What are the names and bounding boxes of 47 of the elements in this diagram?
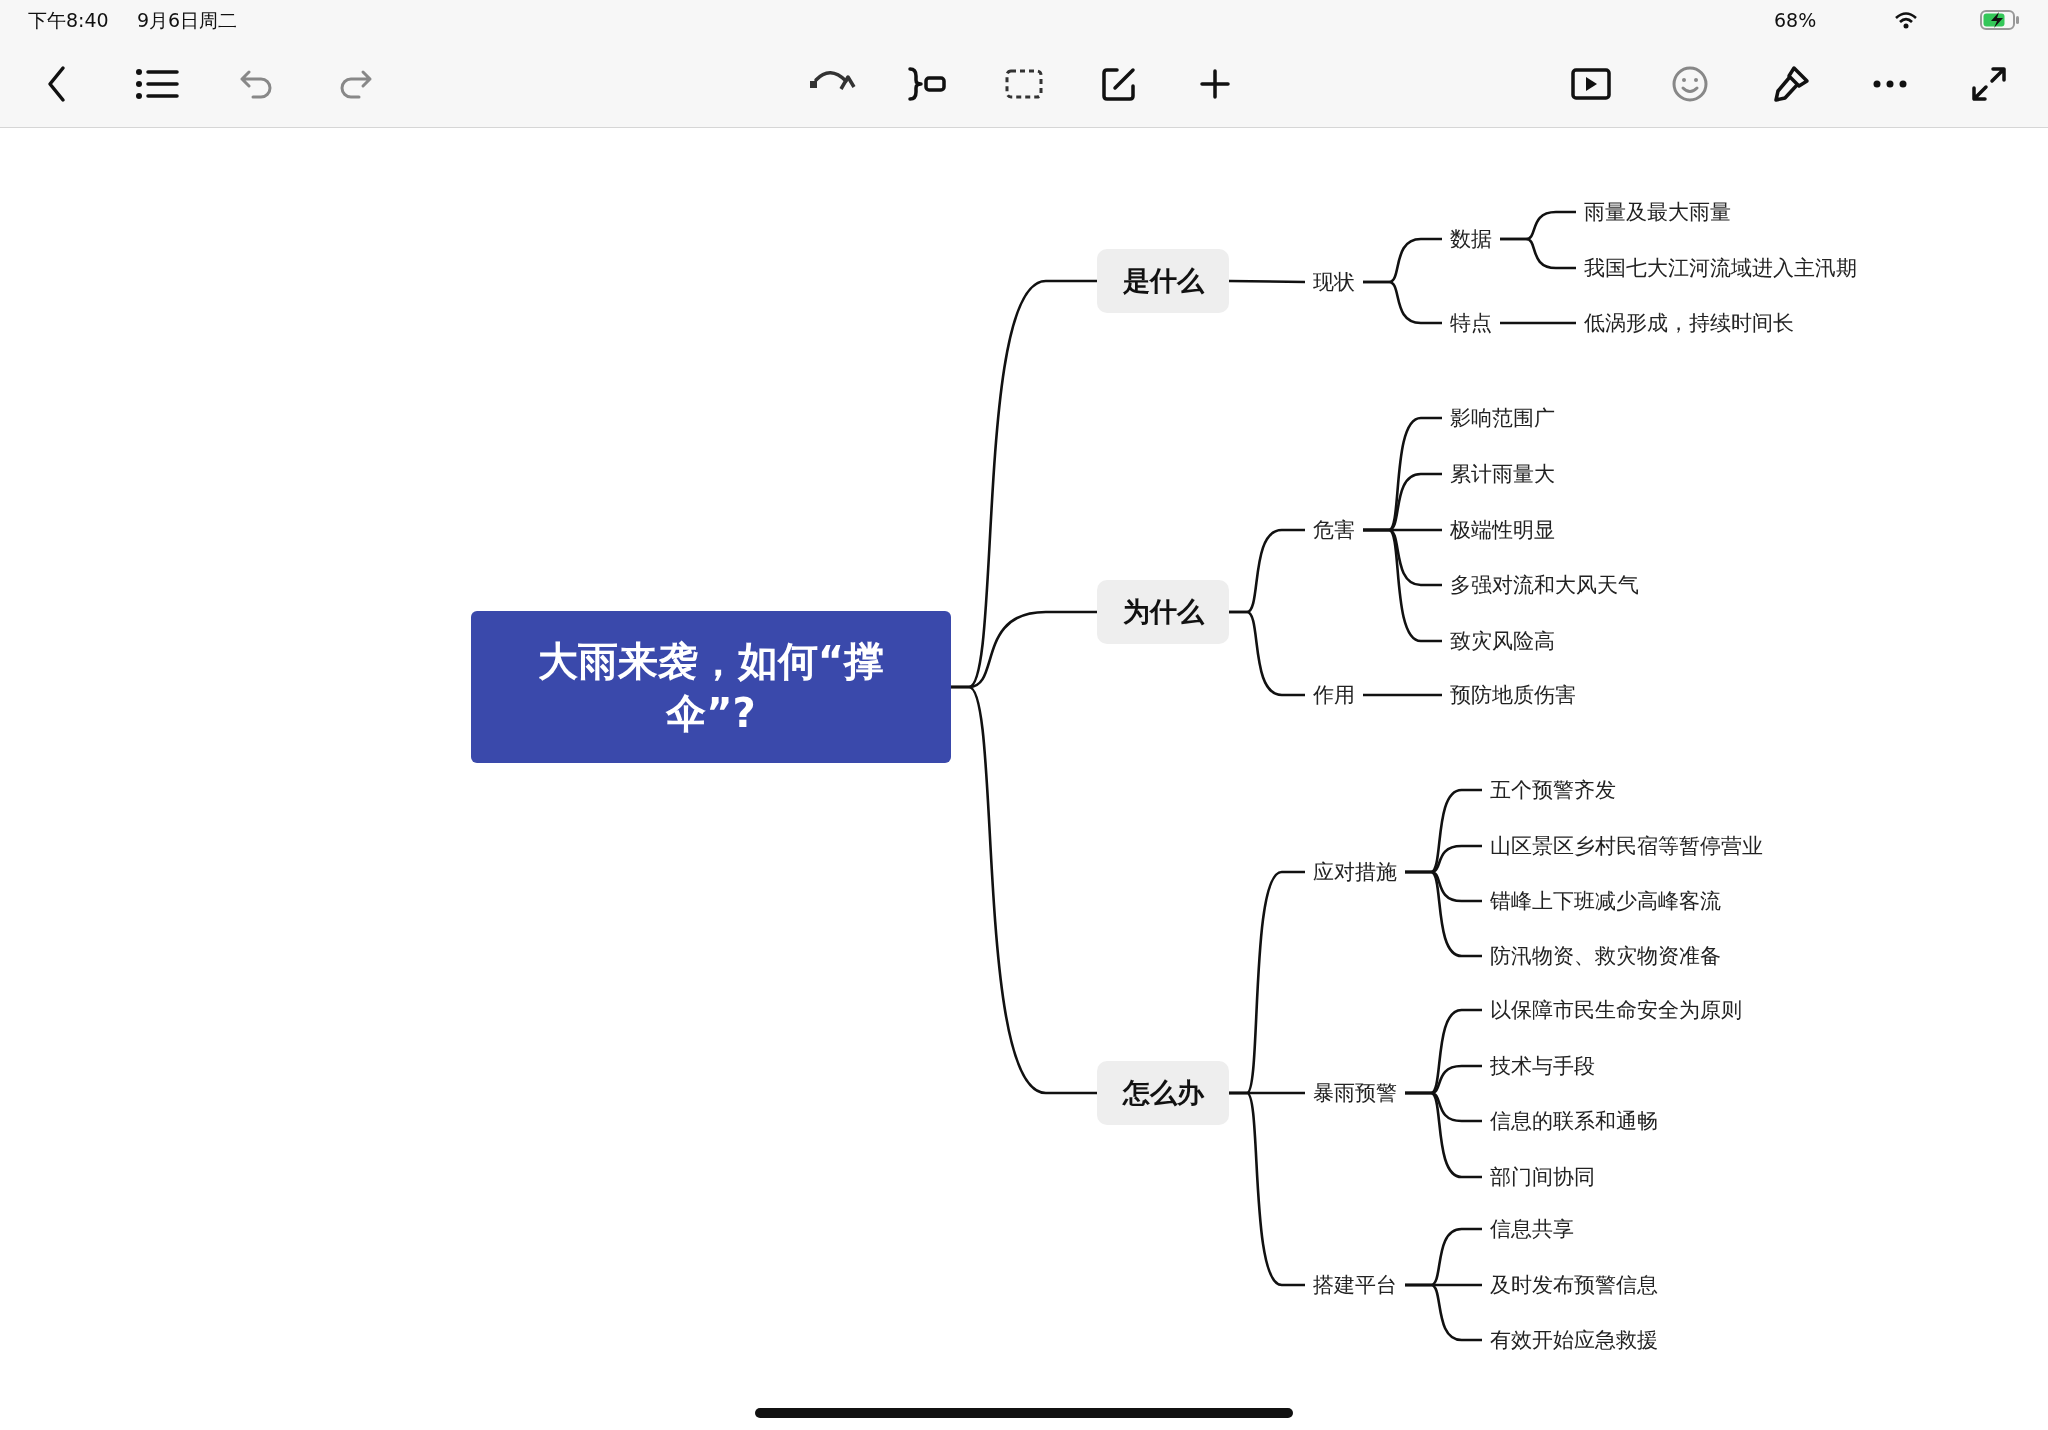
subtopic-text: 作用 (1305, 680, 1363, 710)
subtopic-text: 影响范围广 (1442, 403, 1563, 433)
branch-line (1229, 279, 1305, 284)
subtopic-text: 特点 (1442, 308, 1500, 338)
topic-box: 怎么办 (1097, 1061, 1229, 1125)
subtopic-text: 信息的联系和通畅 (1482, 1106, 1666, 1136)
subtopic-text: 以保障市民生命安全为原则 (1482, 995, 1750, 1025)
branch-line (1405, 1283, 1482, 1342)
branch-line (1229, 610, 1305, 697)
subtopic-text: 多强对流和大风天气 (1442, 570, 1647, 600)
subtopic-text: 暴雨预警 (1305, 1078, 1405, 1108)
topic-box: 为什么 (1097, 580, 1229, 644)
subtopic-text: 累计雨量大 (1442, 459, 1563, 489)
subtopic-text: 应对措施 (1305, 857, 1405, 887)
branch-line (1363, 280, 1442, 325)
subtopic-text: 雨量及最大雨量 (1576, 197, 1739, 227)
subtopic-text: 危害 (1305, 515, 1363, 545)
central-topic-box: 大雨来袭，如何“撑伞”? (471, 611, 951, 763)
branch-line (951, 685, 1097, 1095)
subtopic-text: 防汛物资、救灾物资准备 (1482, 941, 1729, 971)
branch-line (1363, 528, 1442, 643)
branch-line (1363, 693, 1442, 697)
subtopic-text: 错峰上下班减少高峰客流 (1482, 886, 1729, 916)
battery-percentage: 68% (1774, 8, 1817, 32)
subtopic-text: 数据 (1442, 224, 1500, 254)
subtopic-text: 致灾风险高 (1442, 626, 1563, 656)
status-date: 9月6日周二 (137, 8, 238, 32)
subtopic-text: 低涡形成，持续时间长 (1576, 308, 1802, 338)
subtopic-text: 有效开始应急救援 (1482, 1325, 1666, 1355)
topic-box: 是什么 (1097, 249, 1229, 313)
status-time: 下午8:40 (28, 8, 109, 32)
subtopic-text: 山区景区乡村民宿等暂停营业 (1482, 831, 1771, 861)
branch-line (1405, 1091, 1482, 1179)
subtopic-text: 五个预警齐发 (1482, 775, 1624, 805)
subtopic-text: 现状 (1305, 267, 1363, 297)
branch-line (1500, 237, 1576, 270)
subtopic-text: 及时发布预警信息 (1482, 1270, 1666, 1300)
subtopic-text: 技术与手段 (1482, 1051, 1603, 1081)
subtopic-text: 极端性明显 (1442, 515, 1563, 545)
branch-line (1229, 1091, 1305, 1287)
subtopic-text: 部门间协同 (1482, 1162, 1603, 1192)
branch-line (1405, 870, 1482, 958)
subtopic-text: 信息共享 (1482, 1214, 1582, 1244)
subtopic-text: 预防地质伤害 (1442, 680, 1584, 710)
subtopic-text: 我国七大江河流域进入主汛期 (1576, 253, 1865, 283)
subtopic-text: 搭建平台 (1305, 1270, 1405, 1300)
branch-line (1500, 321, 1576, 325)
